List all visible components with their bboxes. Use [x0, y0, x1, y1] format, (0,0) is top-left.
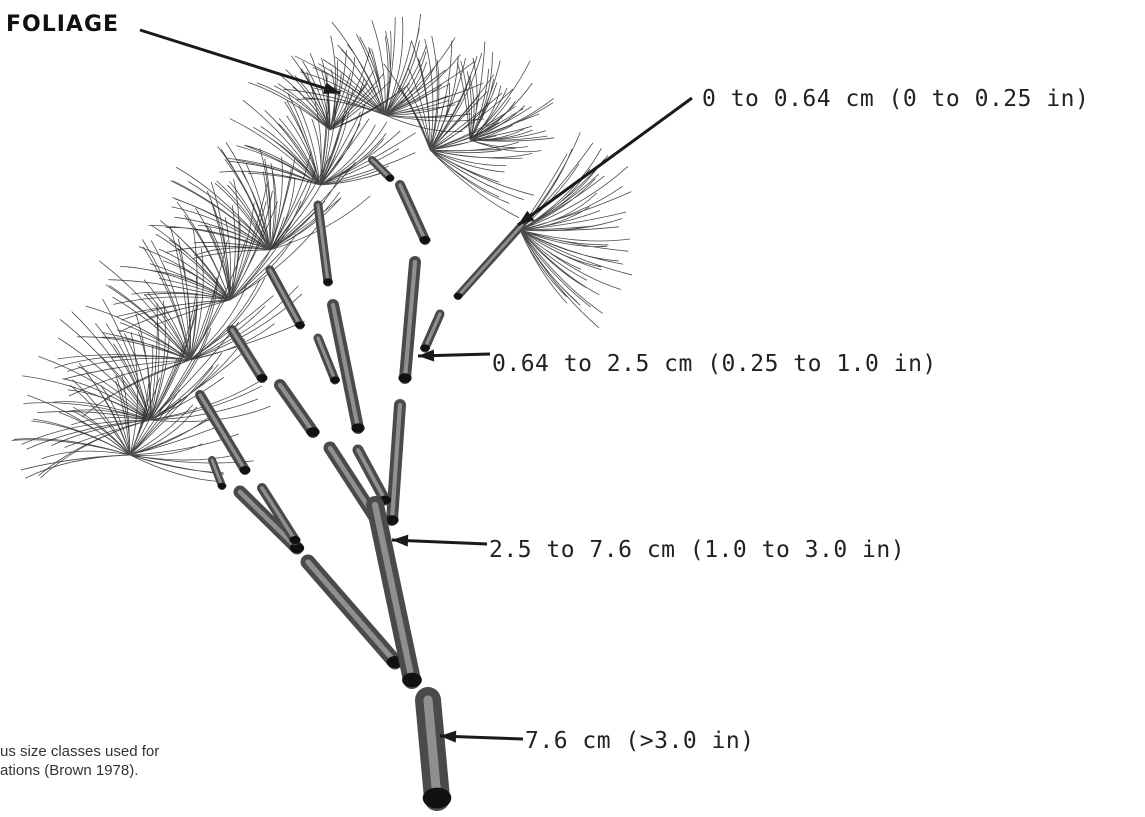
cut-end	[454, 293, 463, 299]
needle-tuft	[149, 143, 370, 259]
cut-end	[420, 344, 430, 351]
figure-caption: us size classes used for ations (Brown 1…	[0, 742, 159, 780]
branch-highlight	[232, 330, 262, 378]
caption-line-1: us size classes used for	[0, 742, 159, 761]
cut-end	[295, 321, 305, 328]
cut-end	[218, 483, 227, 489]
cut-end	[240, 466, 251, 474]
class-3-arrow-head	[392, 535, 408, 547]
cut-end	[306, 427, 319, 437]
cut-end	[351, 423, 364, 433]
size-class-2-label: 0.64 to 2.5 cm (0.25 to 1.0 in)	[492, 351, 937, 377]
cut-end	[402, 673, 422, 687]
cut-end	[420, 236, 431, 244]
cut-end	[423, 788, 452, 809]
foliage-arrow	[140, 30, 340, 93]
cut-end	[290, 536, 301, 544]
branch-highlight	[333, 305, 358, 428]
size-class-1-label: 0 to 0.64 cm (0 to 0.25 in)	[702, 86, 1089, 112]
foliage-arrow-head	[323, 82, 340, 93]
size-class-4-label: 7.6 cm (>3.0 in)	[525, 728, 755, 754]
branch-highlight	[458, 225, 522, 296]
cut-end	[330, 376, 340, 383]
branch-highlight	[400, 185, 425, 240]
cut-end	[257, 374, 268, 382]
cut-end	[323, 278, 333, 285]
branch-highlight	[425, 314, 440, 348]
foliage-label: FOLIAGE	[6, 12, 119, 37]
needle-tuft	[458, 42, 555, 152]
cut-end	[398, 373, 411, 383]
branch-highlight	[318, 338, 335, 380]
caption-line-2: ations (Brown 1978).	[0, 761, 159, 780]
needle-tuft	[249, 36, 410, 130]
size-class-3-label: 2.5 to 7.6 cm (1.0 to 3.0 in)	[489, 537, 905, 563]
cut-end	[386, 175, 395, 181]
needle-tuft	[520, 133, 632, 328]
class-1-arrow	[518, 98, 692, 225]
branch-highlight	[280, 385, 313, 432]
pointer-arrows	[140, 30, 692, 743]
